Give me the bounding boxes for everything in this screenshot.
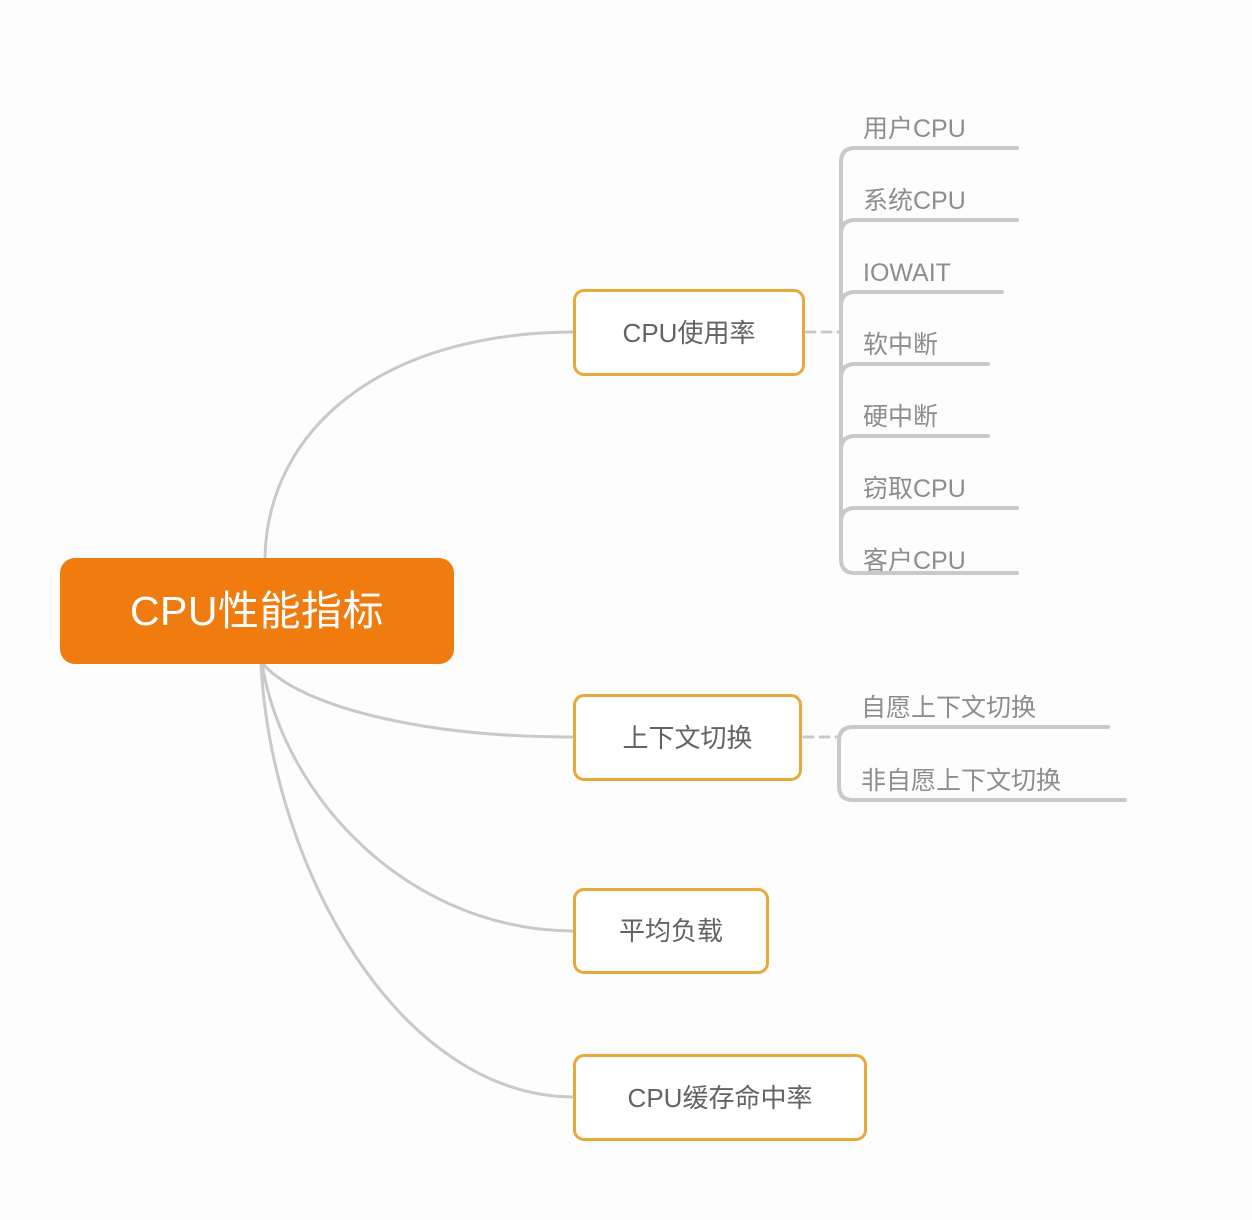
leaf-node-system-cpu[interactable]: 系统CPU: [841, 168, 1041, 220]
branch-node-label: CPU缓存命中率: [627, 1082, 813, 1113]
edge-root-to-cache-hit: [259, 662, 575, 1099]
leaf-connector-xitong-cpu: [839, 218, 1019, 236]
branch-node-label: 上下文切换: [622, 722, 753, 753]
leaf-node-user-cpu[interactable]: 用户CPU: [841, 96, 1041, 148]
leaf-node-label: IOWAIT: [863, 259, 951, 287]
leaf-node-label: 非自愿上下文切换: [861, 767, 1062, 795]
branch-node-label: 平均负载: [618, 916, 723, 946]
leaf-node-steal-cpu[interactable]: 窃取CPU: [841, 456, 1041, 508]
leaf-node-label: 软中断: [863, 331, 939, 359]
branch-node-context-switch[interactable]: 上下文切换: [573, 694, 802, 781]
leaf-node-guest-cpu[interactable]: 客户CPU: [841, 528, 1041, 580]
leaf-node-label: 用户CPU: [863, 115, 966, 143]
leaf-node-voluntary-context-switch[interactable]: 自愿上下文切换: [839, 676, 1119, 727]
leaf-node-involuntary-context-switch[interactable]: 非自愿上下文切换: [839, 749, 1139, 800]
branch-node-label: CPU使用率: [622, 317, 756, 348]
edge-root-to-load-average: [260, 662, 575, 933]
leaf-node-hard-irq[interactable]: 硬中断: [841, 384, 1041, 436]
leaf-connector-ying-zhongduan: [839, 434, 990, 452]
branch-node-cpu-usage[interactable]: CPU使用率: [573, 289, 805, 376]
leaf-connector-ruan-zhongduan: [839, 362, 990, 380]
edge-root-to-cpu-usage: [263, 330, 575, 559]
leaf-node-soft-irq[interactable]: 软中断: [841, 312, 1041, 364]
leaf-node-label: 客户CPU: [863, 547, 966, 575]
edge-root-to-ctx-switch: [261, 662, 575, 739]
leaf-node-iowait[interactable]: IOWAIT: [841, 240, 1041, 292]
leaf-connector-iowait: [839, 290, 1004, 308]
branch-node-cache-hit-rate[interactable]: CPU缓存命中率: [573, 1054, 867, 1141]
root-node[interactable]: CPU性能指标: [60, 558, 454, 664]
leaf-node-label: 窃取CPU: [863, 475, 966, 503]
root-node-label: CPU性能指标: [129, 587, 385, 634]
leaf-connector-qiequ-cpu: [839, 506, 1019, 524]
leaf-node-label: 硬中断: [863, 403, 939, 431]
leaf-node-label: 系统CPU: [863, 187, 966, 215]
branch-node-load-average[interactable]: 平均负载: [573, 888, 769, 974]
leaf-node-label: 自愿上下文切换: [861, 694, 1037, 722]
